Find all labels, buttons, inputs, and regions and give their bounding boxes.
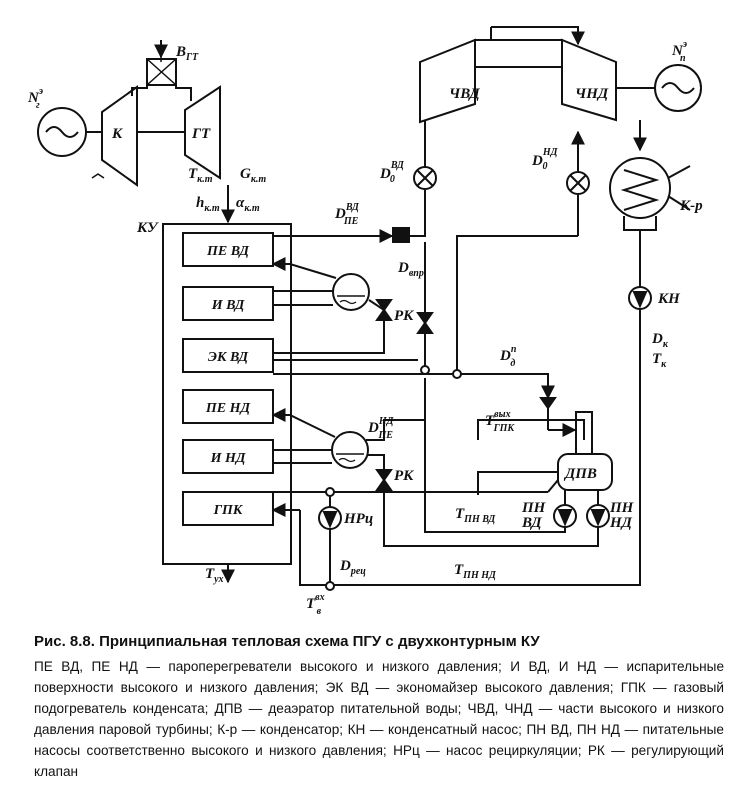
lbl-pn-vd-bot: ВД (521, 515, 542, 531)
gas-turbine-gt (184, 85, 221, 180)
label-i-nd: И НД (210, 451, 246, 466)
lbl-g-kt: Gк.т (240, 166, 266, 185)
generator-st (654, 64, 702, 112)
air-inlet (91, 173, 105, 179)
gas-to-gt (175, 72, 192, 101)
lbl-k: К (111, 126, 123, 142)
lbl-rk-lp: РК (394, 468, 414, 484)
valve-d-vpr (416, 312, 434, 334)
lbl-hrc: НРц (343, 511, 373, 527)
lbl-t-pn-vd: TПН ВД (455, 506, 496, 525)
label-i-vd: И ВД (211, 298, 245, 313)
pump-pn-nd (586, 504, 610, 528)
lbl-dpv: ДПВ (563, 466, 597, 482)
pump-kn (628, 286, 652, 310)
label-ek-vd: ЭК ВД (208, 350, 249, 365)
turbine-chvd (419, 38, 476, 124)
junction-1 (420, 365, 430, 375)
lbl-ku: КУ (136, 220, 159, 236)
lbl-h-kt: hк.т (196, 195, 220, 214)
lbl-t-yx: Tух (205, 566, 223, 585)
caption-title: Рис. 8.8. Принципиальная тепловая схема … (34, 633, 540, 650)
rk-lp-to-drum (368, 454, 385, 470)
valve-d0-nd (566, 171, 590, 195)
lbl-pn-nd-top: ПН (609, 500, 635, 516)
lbl-chvd: ЧВД (449, 86, 480, 102)
lbl-d-vpr: Dвпр (397, 260, 424, 279)
valve-rk-lp (375, 469, 393, 491)
box-i-vd (182, 286, 274, 321)
hp-steam-to-valve (409, 190, 426, 237)
pn-nd-discharge (383, 490, 599, 547)
pgu-thermal-scheme: BГТ Nэг К ГТ Tк.т Gк.т hк.т αк.т КУ ПЕ В… (27, 26, 703, 617)
condensate-to-gpk (299, 309, 641, 586)
eco-hp-to-drum (273, 299, 385, 354)
lbl-chnd: ЧНД (575, 86, 609, 102)
valve-dd (539, 397, 557, 410)
drum-hp-to-pe (271, 257, 337, 279)
turbine-crossover (474, 39, 563, 68)
air-to-combustor (131, 72, 148, 96)
pn-vd-discharge (424, 382, 566, 533)
label-pe-vd: ПЕ ВД (206, 244, 249, 259)
box-ek-vd (182, 338, 274, 373)
lbl-d-rec: Dрец (339, 558, 366, 577)
drum-hp (332, 273, 370, 311)
lbl-tk: Tк (652, 351, 667, 370)
turbine-chnd (561, 38, 617, 122)
cooling-water-in (667, 195, 691, 211)
lbl-rk-hp: РК (394, 308, 414, 324)
box-i-nd (182, 439, 274, 474)
pump-pn-vd (553, 504, 577, 528)
box-pe-nd (182, 389, 274, 424)
junction-3 (325, 487, 335, 497)
dpv-out (477, 471, 558, 495)
drum-lp (331, 431, 369, 469)
label-pe-nd: ПЕ НД (205, 401, 251, 416)
lbl-a-kt: αк.т (236, 195, 260, 214)
lbl-dk: Dк (651, 331, 669, 350)
drum-lp-to-pe (271, 408, 336, 438)
figure-caption: Рис. 8.8. Принципиальная тепловая схема … (34, 633, 724, 782)
lbl-b-gt: BГТ (175, 44, 199, 63)
dpv-steam-to-header (477, 419, 585, 440)
lbl-k-r: К-р (679, 198, 703, 214)
lbl-pn-vd-top: ПН (521, 500, 547, 516)
cooling-water-out (667, 165, 691, 179)
gpk-to-dpv-end (547, 479, 559, 493)
generator-gt (37, 107, 87, 157)
box-pe-vd (182, 232, 274, 267)
caption-body: ПЕ ВД, ПЕ НД — пароперегреватели высоког… (34, 659, 724, 779)
lbl-kn: КН (657, 291, 681, 307)
valve-d0-vd (413, 166, 437, 190)
compressor-k (101, 85, 138, 187)
junction-4 (325, 581, 335, 591)
lp-steam-header (456, 235, 578, 370)
steam-collector (392, 227, 410, 243)
lbl-t-pn-nd: TПН НД (454, 562, 497, 581)
lbl-t-kt: Tк.т (188, 166, 213, 185)
pump-nrc (318, 506, 342, 530)
d-deaerator-line (461, 373, 555, 400)
label-gpk: ГПК (213, 503, 244, 518)
valve-rk-hp (375, 299, 393, 321)
lbl-pn-nd-bot: НД (609, 515, 633, 531)
junction-2 (452, 369, 462, 379)
lbl-gt: ГТ (191, 126, 211, 142)
hp-exhaust-to-lp (491, 26, 585, 46)
condenser-kr (609, 157, 671, 231)
